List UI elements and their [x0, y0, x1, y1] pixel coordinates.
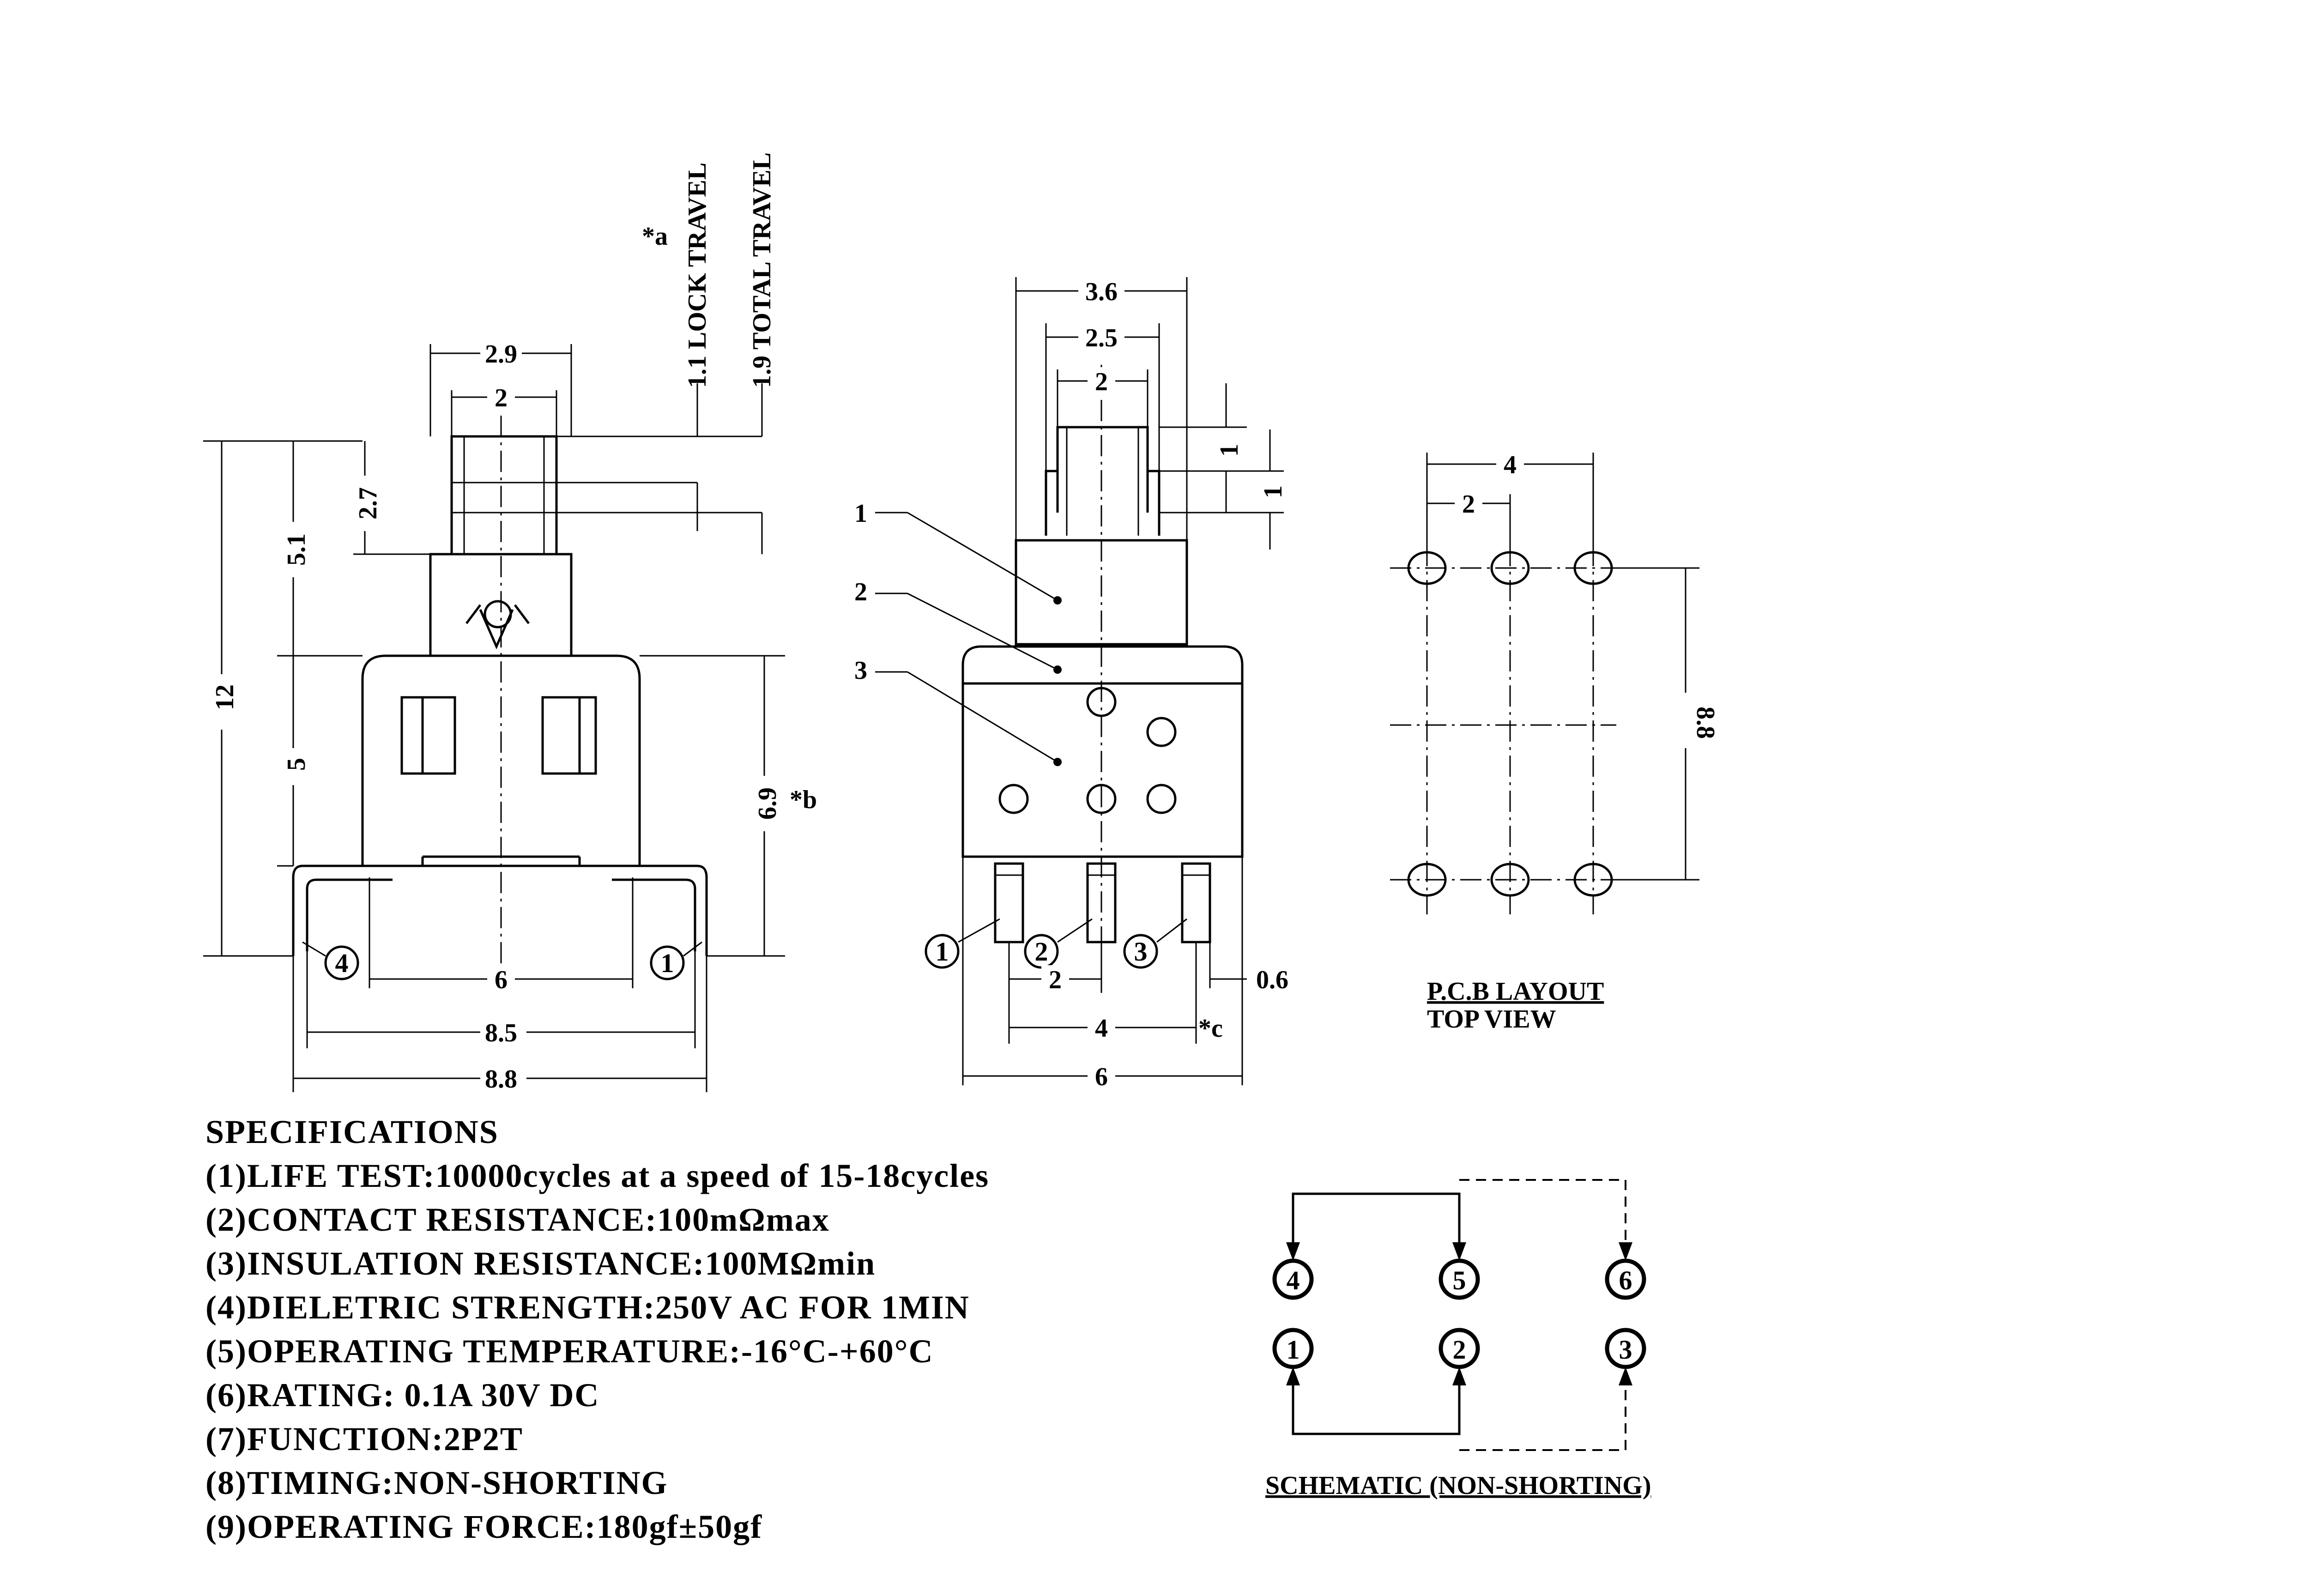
spec-item: (6)RATING: 0.1A 30V DC	[206, 1377, 599, 1414]
schematic: 4 5 6 1 2 3 SCHEMATIC (NON-SHORTING)	[1265, 1179, 1651, 1500]
dim-6-9: 6.9	[753, 787, 782, 820]
pcb-caption: P.C.B LAYOUT	[1427, 977, 1604, 1006]
spec-item: (9)OPERATING FORCE:180gf±50gf	[206, 1508, 762, 1545]
front-dim-0-6: 0.6	[1256, 966, 1288, 994]
pcb-layout: 4 2 8.8 P.C.B LAYOUT TOP VIEW	[1390, 450, 1720, 1034]
note-b: *b	[790, 786, 817, 814]
schematic-terminal-6: 6	[1619, 1265, 1632, 1295]
specifications: SPECIFICATIONS (1)LIFE TEST:10000cycles …	[206, 1113, 989, 1545]
schematic-terminal-5: 5	[1453, 1265, 1466, 1295]
front-dim-pitch-4: 4	[1095, 1014, 1108, 1043]
spec-item: (5)OPERATING TEMPERATURE:-16°C-+60°C	[206, 1333, 934, 1370]
schematic-terminal-2: 2	[1453, 1335, 1466, 1365]
schematic-terminal-3: 3	[1619, 1335, 1632, 1365]
schematic-terminal-4: 4	[1287, 1265, 1300, 1295]
dim-6: 6	[495, 966, 508, 994]
front-pin-1-label: 1	[936, 937, 949, 967]
side-pin-1-label: 1	[661, 948, 674, 978]
lock-travel-label: 1.1 LOCK TRAVEL	[683, 163, 712, 388]
pcb-caption-sub: TOP VIEW	[1427, 1005, 1556, 1034]
spec-item: (7)FUNCTION:2P2T	[206, 1421, 523, 1457]
total-travel-label: 1.9 TOTAL TRAVEL	[748, 152, 776, 388]
front-dim-3-6: 3.6	[1085, 278, 1118, 306]
schematic-caption: SCHEMATIC (NON-SHORTING)	[1265, 1471, 1651, 1500]
note-a: *a	[642, 222, 668, 251]
side-pin-4-label: 4	[335, 948, 349, 978]
front-dim-1a: 1	[1215, 444, 1244, 457]
pcb-dim-2: 2	[1462, 490, 1475, 519]
dim-5: 5	[282, 758, 311, 771]
dim-12: 12	[211, 684, 239, 710]
callout-1: 1	[854, 499, 867, 528]
dim-8-8: 8.8	[485, 1065, 517, 1094]
spec-item: (3)INSULATION RESISTANCE:100MΩmin	[206, 1245, 876, 1282]
front-pin-2-label: 2	[1035, 937, 1048, 967]
pcb-dim-8-8: 8.8	[1691, 707, 1720, 739]
callout-2: 2	[854, 578, 867, 606]
front-dim-1b: 1	[1259, 485, 1287, 498]
spec-item: (2)CONTACT RESISTANCE:100mΩmax	[206, 1201, 830, 1238]
schematic-terminal-1: 1	[1287, 1335, 1300, 1365]
dim-5-1: 5.1	[282, 533, 311, 566]
dim-2-7: 2.7	[354, 487, 382, 520]
front-pin-3-label: 3	[1134, 937, 1148, 967]
spec-title: SPECIFICATIONS	[206, 1113, 499, 1150]
front-dim-2-5: 2.5	[1085, 324, 1118, 352]
dim-2-9: 2.9	[485, 340, 517, 369]
front-dim-2-top: 2	[1095, 368, 1108, 396]
callout-3: 3	[854, 656, 867, 685]
front-dim-6: 6	[1095, 1063, 1108, 1091]
dim-2: 2	[495, 384, 508, 412]
note-c: *c	[1198, 1014, 1223, 1043]
front-view: 1 2 3 1 2 3 3.6 2.5 2	[854, 277, 1288, 1091]
spec-item: (4)DIELETRIC STRENGTH:250V AC FOR 1MIN	[206, 1289, 970, 1326]
spec-item: (8)TIMING:NON-SHORTING	[206, 1464, 668, 1501]
side-view: 2.9 2 1.1 LOCK TRAVEL 1.9 TOTAL TRAVEL *…	[203, 152, 817, 1094]
spec-item: (1)LIFE TEST:10000cycles at a speed of 1…	[206, 1157, 989, 1194]
pcb-dim-4: 4	[1504, 451, 1517, 479]
dim-8-5: 8.5	[485, 1019, 517, 1047]
front-dim-pitch-2: 2	[1049, 966, 1062, 994]
